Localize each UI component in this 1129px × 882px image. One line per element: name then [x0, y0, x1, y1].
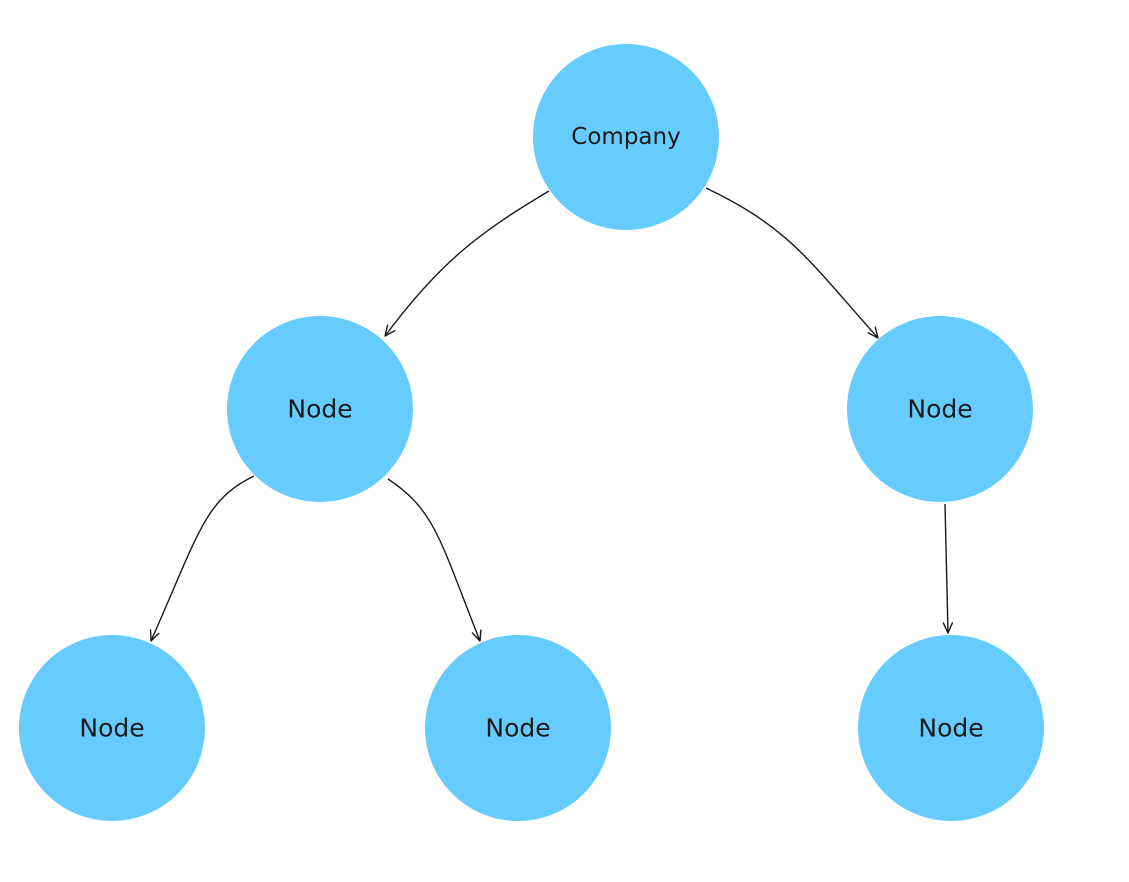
- edge-node-left-to-node-left-left: [150, 475, 255, 642]
- node-label: Node: [79, 714, 144, 743]
- edges-layer: [149, 187, 954, 642]
- node-label: Node: [918, 714, 983, 743]
- node-label: Node: [907, 395, 972, 424]
- arrowhead-node-right-child: [942, 622, 954, 634]
- node-label: Node: [287, 395, 352, 424]
- edge-company-to-node-right: [705, 187, 879, 339]
- edge-node-left-to-node-left-right: [387, 478, 481, 642]
- node-node-left-left[interactable]: Node: [19, 635, 205, 821]
- edge-node-right-to-node-right-child: [944, 503, 949, 634]
- node-node-left[interactable]: Node: [227, 316, 413, 502]
- arrowhead-node-left-left: [149, 629, 160, 642]
- node-node-left-right[interactable]: Node: [425, 635, 611, 821]
- node-label: Node: [485, 714, 550, 743]
- node-node-right[interactable]: Node: [847, 316, 1033, 502]
- node-circle: [533, 44, 719, 230]
- node-label: Company: [571, 124, 680, 150]
- node-node-right-child[interactable]: Node: [858, 635, 1044, 821]
- node-circle: [847, 316, 1033, 502]
- node-company[interactable]: Company: [533, 44, 719, 230]
- node-circle: [425, 635, 611, 821]
- edge-company-to-node-left: [384, 190, 550, 337]
- arrowhead-node-left-right: [471, 629, 482, 642]
- node-circle: [858, 635, 1044, 821]
- arrowhead-node-left: [384, 324, 396, 337]
- arrowhead-node-right: [867, 326, 879, 339]
- node-circle: [19, 635, 205, 821]
- node-circle: [227, 316, 413, 502]
